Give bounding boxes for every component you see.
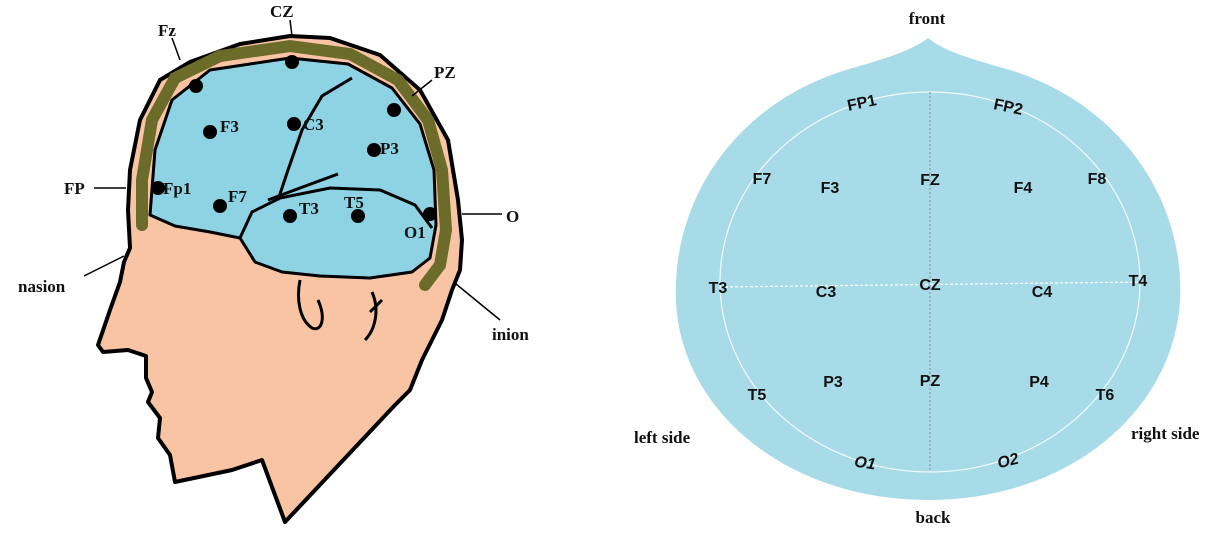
direction-left: left side <box>634 428 691 447</box>
electrode-label-c3: C3 <box>303 115 324 134</box>
electrode-label-t3: T3 <box>709 280 728 297</box>
electrode-label-p4: P4 <box>1029 374 1049 391</box>
electrode-dot-pz <box>387 103 401 117</box>
electrode-label-f7: F7 <box>753 171 772 188</box>
top-view-head: front back left side right side FP1 FP2 … <box>634 9 1200 527</box>
electrode-label-fz: FZ <box>920 172 940 189</box>
electrode-label-fp1: Fp1 <box>163 179 191 198</box>
label-fp: FP <box>64 179 85 198</box>
leader-cz <box>289 19 293 37</box>
leader-fz <box>171 37 181 61</box>
electrode-label-f8: F8 <box>1088 171 1107 188</box>
label-nasion: nasion <box>18 277 66 296</box>
direction-back: back <box>916 508 952 527</box>
electrode-label-t5: T5 <box>748 387 767 404</box>
brain-area <box>148 56 438 280</box>
electrode-label-o2: O2 <box>996 451 1021 473</box>
electrode-dot-t3 <box>283 209 297 223</box>
side-electrode-dots <box>151 55 437 223</box>
ear <box>297 279 324 331</box>
electrode-label-o1: O1 <box>404 223 426 242</box>
scalp-outline <box>675 38 1181 500</box>
label-fz: Fz <box>158 21 176 40</box>
electrode-label-t4: T4 <box>1129 273 1148 290</box>
electrode-label-o1: O1 <box>853 454 877 474</box>
label-pz: PZ <box>434 63 456 82</box>
electrode-label-f3: F3 <box>821 180 840 197</box>
direction-right: right side <box>1131 424 1200 443</box>
central-sulcus <box>276 76 353 201</box>
electrode-label-t5: T5 <box>344 193 364 212</box>
leader-nasion <box>83 255 125 277</box>
side-view-head: F3 C3 P3 Fp1 F7 T3 T5 O1 Fz CZ PZ FP O n… <box>18 2 529 524</box>
electrode-label-t6: T6 <box>1096 387 1115 404</box>
electrode-dot-fz <box>189 79 203 93</box>
electrode-dot-t5 <box>351 209 365 223</box>
electrode-dot-f3 <box>203 125 217 139</box>
jaw-line <box>363 291 378 342</box>
electrode-dot-cz <box>285 55 299 69</box>
electrode-label-fp1: FP1 <box>846 92 878 115</box>
electrode-label-p3: P3 <box>823 374 843 391</box>
electrode-label-p3: P3 <box>380 139 399 158</box>
direction-front: front <box>909 9 946 28</box>
electrode-label-f3: F3 <box>220 117 239 136</box>
electrode-label-fp2: FP2 <box>992 96 1024 119</box>
temporal-lobe-outline <box>238 186 434 239</box>
electrode-label-cz: CZ <box>919 277 941 294</box>
leader-inion <box>455 283 501 321</box>
electrode-dot-o1 <box>423 207 437 221</box>
electrode-label-f4: F4 <box>1014 180 1033 197</box>
electrode-label-f7: F7 <box>228 187 247 206</box>
electrode-dot-c3 <box>287 117 301 131</box>
electrode-label-c3: C3 <box>816 284 837 301</box>
label-o: O <box>506 207 519 226</box>
electrode-dot-fp1 <box>151 181 165 195</box>
horizontal-midline <box>719 281 1141 288</box>
leader-pz <box>411 79 433 97</box>
skull-band <box>136 39 453 291</box>
electrode-dot-p3 <box>367 143 381 157</box>
lateral-sulcus <box>267 172 339 202</box>
electrode-dot-f7 <box>213 199 227 213</box>
electrode-label-pz: PZ <box>920 373 941 390</box>
electrode-label-c4: C4 <box>1032 284 1053 301</box>
label-inion: inion <box>492 325 529 344</box>
label-cz: CZ <box>270 2 294 21</box>
electrode-label-t3: T3 <box>299 199 319 218</box>
